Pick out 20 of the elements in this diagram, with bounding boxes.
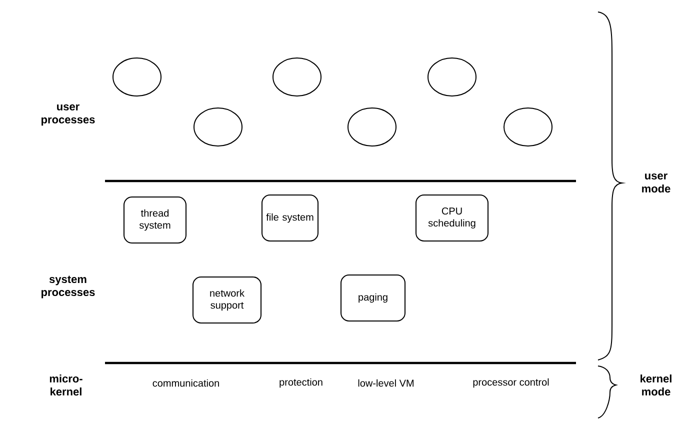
process-ellipse bbox=[194, 108, 242, 146]
process-ellipse bbox=[428, 58, 476, 96]
process-box: network support bbox=[192, 276, 262, 324]
process-ellipse bbox=[348, 108, 396, 146]
section-label: user processes bbox=[42, 104, 95, 126]
process-ellipse bbox=[504, 108, 552, 146]
section-label: user mode bbox=[642, 173, 670, 193]
section-label: kernel mode bbox=[640, 374, 672, 396]
process-box: paging bbox=[340, 274, 406, 322]
component-label: processor control bbox=[473, 378, 549, 388]
section-label: system processes bbox=[42, 276, 95, 298]
component-label: protection bbox=[280, 378, 322, 388]
process-box: thread system bbox=[124, 196, 186, 244]
component-label: low-level VM bbox=[358, 379, 414, 387]
section-label: micro-kernel bbox=[50, 374, 82, 396]
component-label: communication bbox=[152, 379, 219, 387]
process-box: file system bbox=[262, 194, 318, 242]
process-ellipse bbox=[272, 58, 322, 96]
process-box: CPU scheduling bbox=[416, 194, 488, 242]
process-ellipse bbox=[112, 58, 162, 96]
